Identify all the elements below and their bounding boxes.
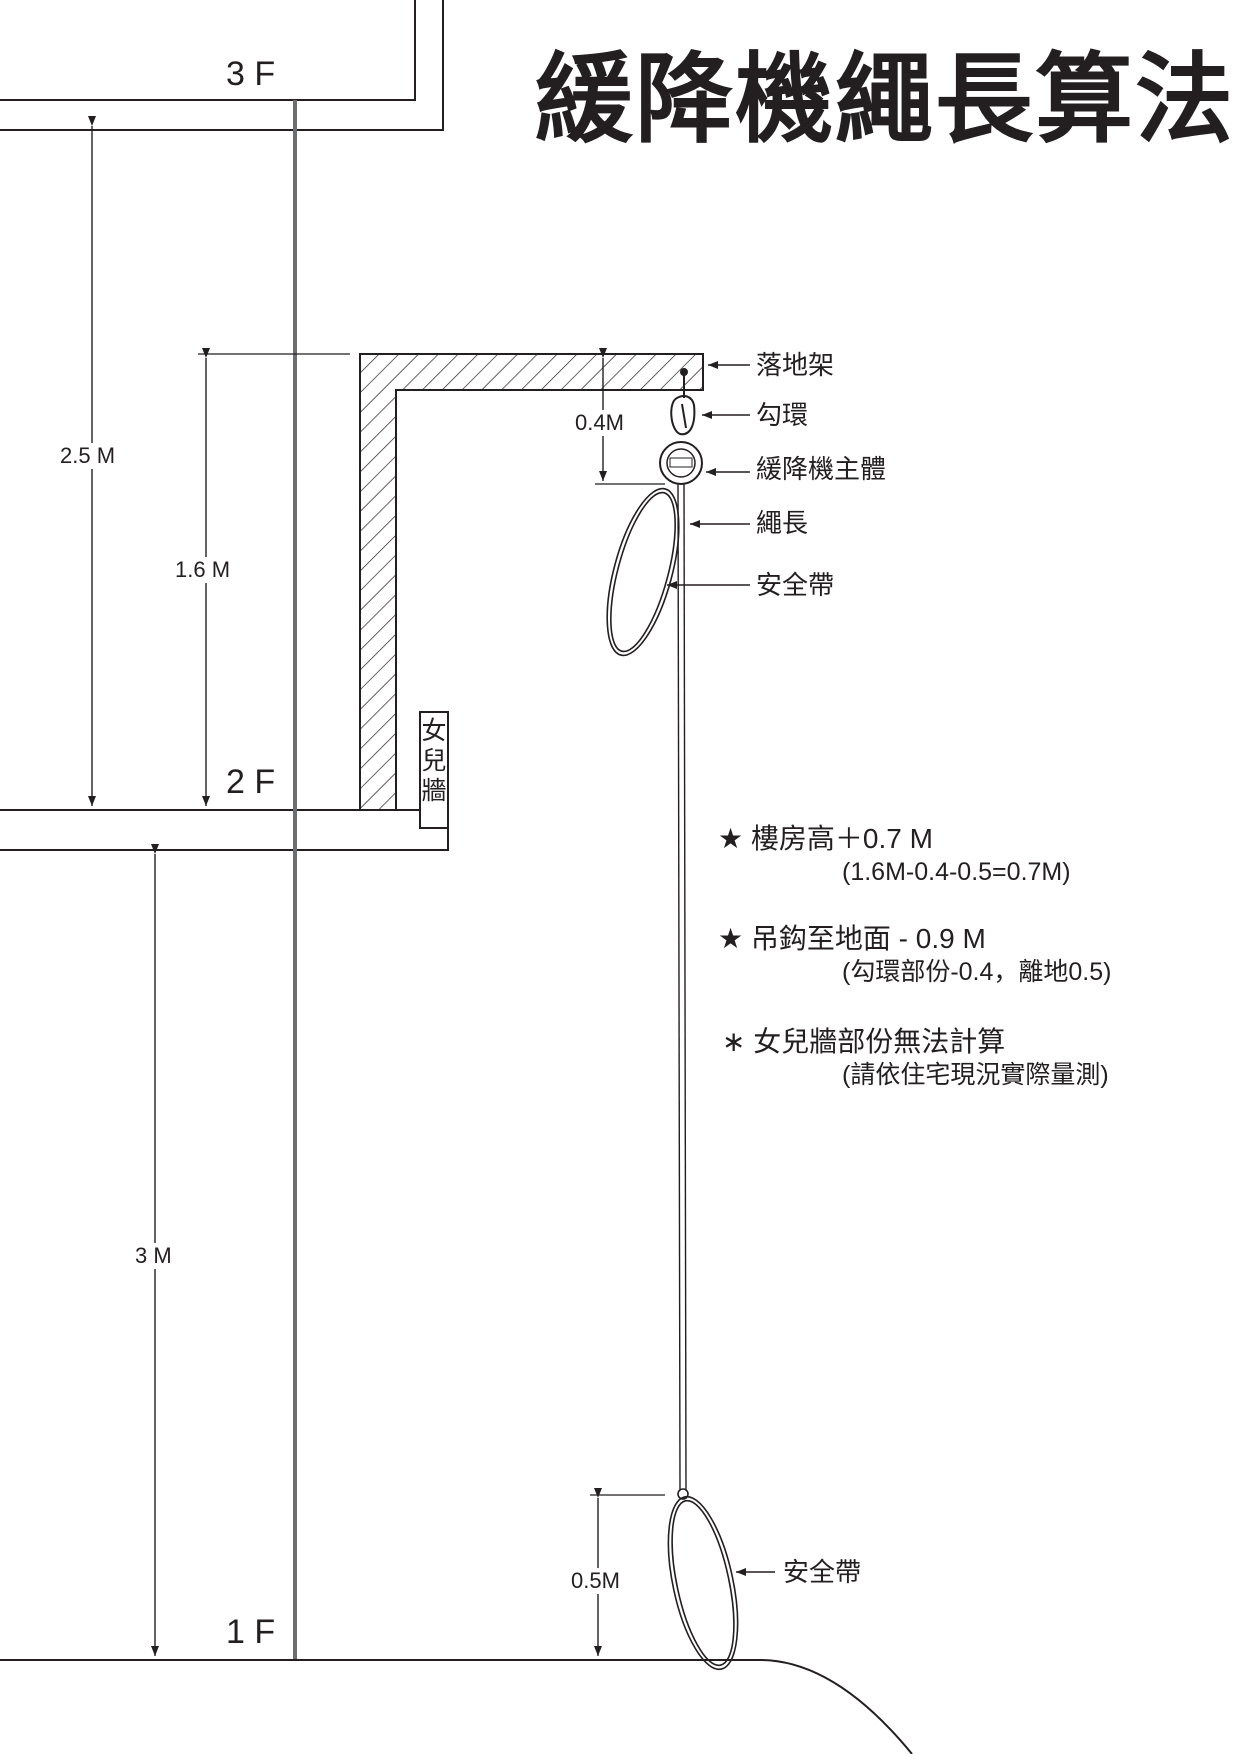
parapet-label: 女 兒 牆	[419, 716, 449, 806]
star-bullet: ★	[718, 823, 744, 854]
star-bullet: ★	[718, 923, 744, 954]
callout-rope-length: 繩長	[756, 508, 809, 538]
floor-label-2f: 2 F	[226, 763, 276, 801]
note-1: ★ 樓房高＋0.7 M	[718, 822, 933, 856]
callout-harness-lower: 安全帶	[783, 1557, 862, 1587]
asterisk-bullet: ∗	[722, 1026, 746, 1057]
callout-hook-ring: 勾環	[756, 400, 809, 430]
callout-landing-frame: 落地架	[756, 350, 835, 380]
note-2-text: 吊鈎至地面 - 0.9 M	[750, 923, 986, 954]
lower-harness-loop	[667, 1495, 739, 1671]
extension-lines	[198, 353, 665, 1496]
note-3: ∗ 女兒牆部份無法計算	[722, 1025, 1005, 1059]
note-3-detail: (請依住宅現況實際量測)	[842, 1061, 1109, 1089]
note-3-text: 女兒牆部份無法計算	[753, 1026, 1006, 1057]
upper-harness-loop	[606, 487, 680, 657]
ground-line	[0, 1659, 913, 1754]
dim-label-0-4m: 0.4M	[573, 410, 626, 436]
callout-descender-body: 緩降機主體	[756, 454, 887, 484]
dim-label-3m: 3 M	[133, 1243, 174, 1269]
descender-body	[659, 441, 703, 485]
note-2: ★ 吊鈎至地面 - 0.9 M	[718, 922, 986, 956]
dim-label-2-5m: 2.5 M	[58, 443, 118, 469]
note-1-text: 樓房高＋0.7 M	[750, 823, 933, 854]
floor-label-1f: 1 F	[226, 1613, 276, 1651]
note-2-detail: (勾環部份-0.4，離地0.5)	[842, 958, 1112, 986]
parapet-char: 牆	[421, 777, 447, 805]
third-floor-slab	[0, 0, 444, 131]
parapet-box	[419, 711, 449, 829]
rope	[677, 483, 687, 1491]
landing-frame	[359, 353, 704, 811]
note-1-detail: (1.6M-0.4-0.5=0.7M)	[842, 858, 1071, 886]
hook-ring	[670, 368, 696, 436]
parapet-char: 兒	[421, 747, 447, 775]
parapet-char: 女	[421, 717, 447, 745]
callout-leaders	[667, 361, 775, 1576]
callout-harness-upper: 安全帶	[756, 570, 835, 600]
floor-label-3f: 3 F	[226, 55, 276, 93]
dim-label-0-5m: 0.5M	[569, 1568, 622, 1594]
page-title: 緩降機繩長算法	[535, 42, 1236, 157]
dim-label-1-6m: 1.6 M	[173, 557, 233, 583]
